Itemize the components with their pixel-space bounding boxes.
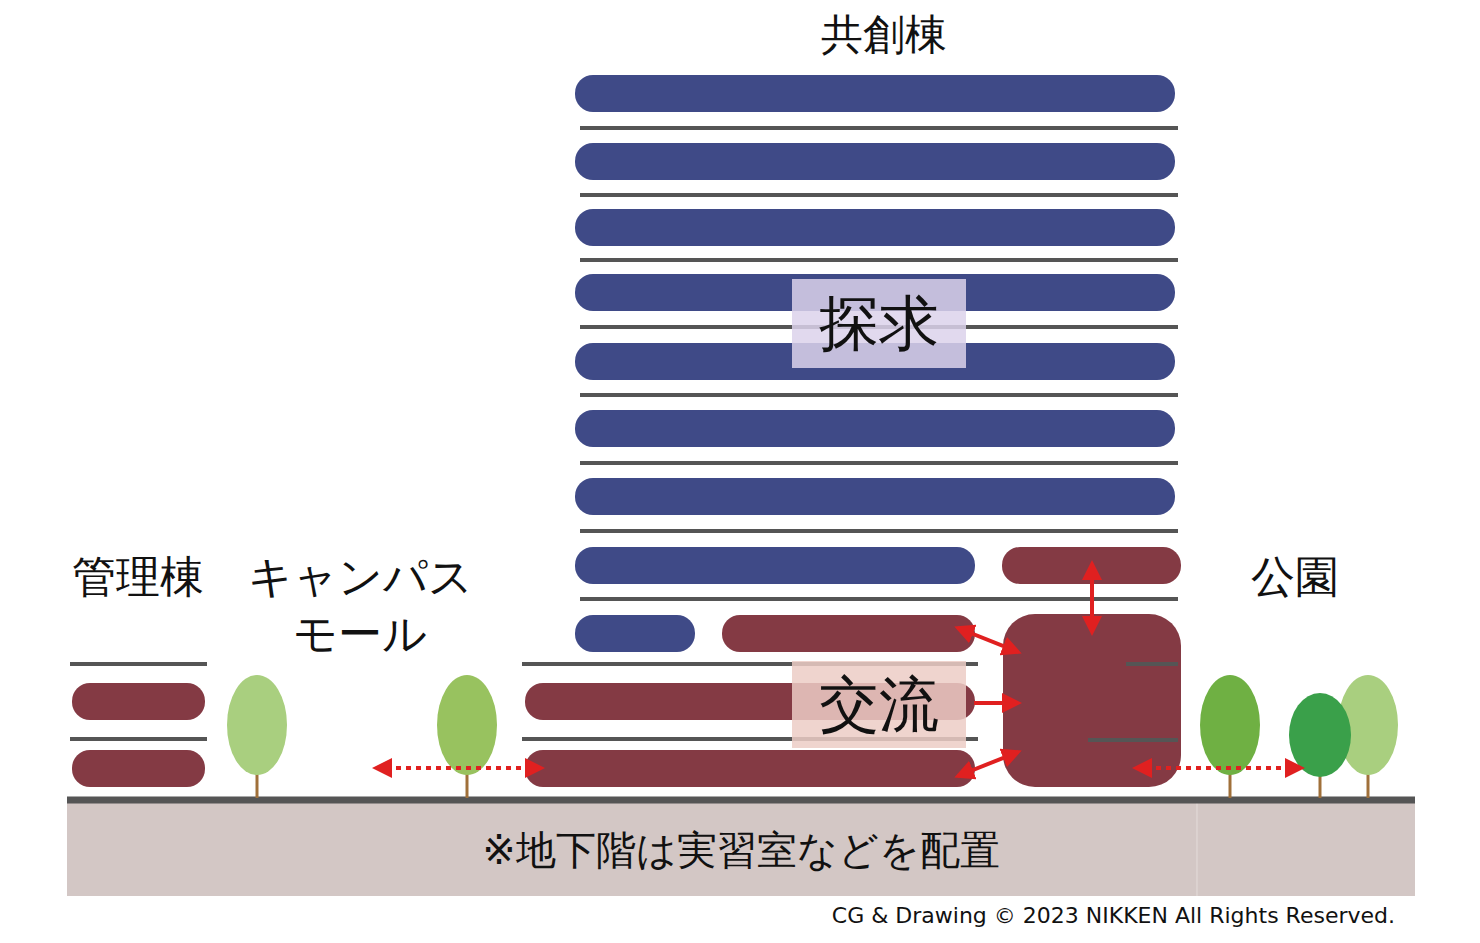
exchange-floors — [72, 547, 1181, 787]
node-text: 交流 — [819, 667, 939, 742]
band-divider — [1197, 803, 1198, 896]
theme-label-box: 交流 — [792, 661, 966, 748]
building-name: 管理棟 — [38, 548, 238, 605]
area-name: 公園 — [1195, 548, 1395, 605]
ground-line — [67, 797, 1415, 804]
building-name: 共創棟 — [734, 8, 1034, 63]
basement-band: ※地下階は実習室などを配置 — [67, 803, 1415, 896]
basement-band — [67, 803, 1415, 896]
flow-arrows — [376, 564, 1301, 776]
area-name: キャンパス モール — [240, 548, 480, 662]
atrium-slabs — [1088, 664, 1178, 740]
node-text: ※地下階は実習室などを配置 — [482, 825, 1000, 875]
node-text: 探求 — [819, 286, 939, 361]
copyright-note: CG & Drawing © 2023 NIKKEN All Rights Re… — [695, 902, 1395, 931]
theme-label-box: 探求 — [792, 279, 966, 368]
